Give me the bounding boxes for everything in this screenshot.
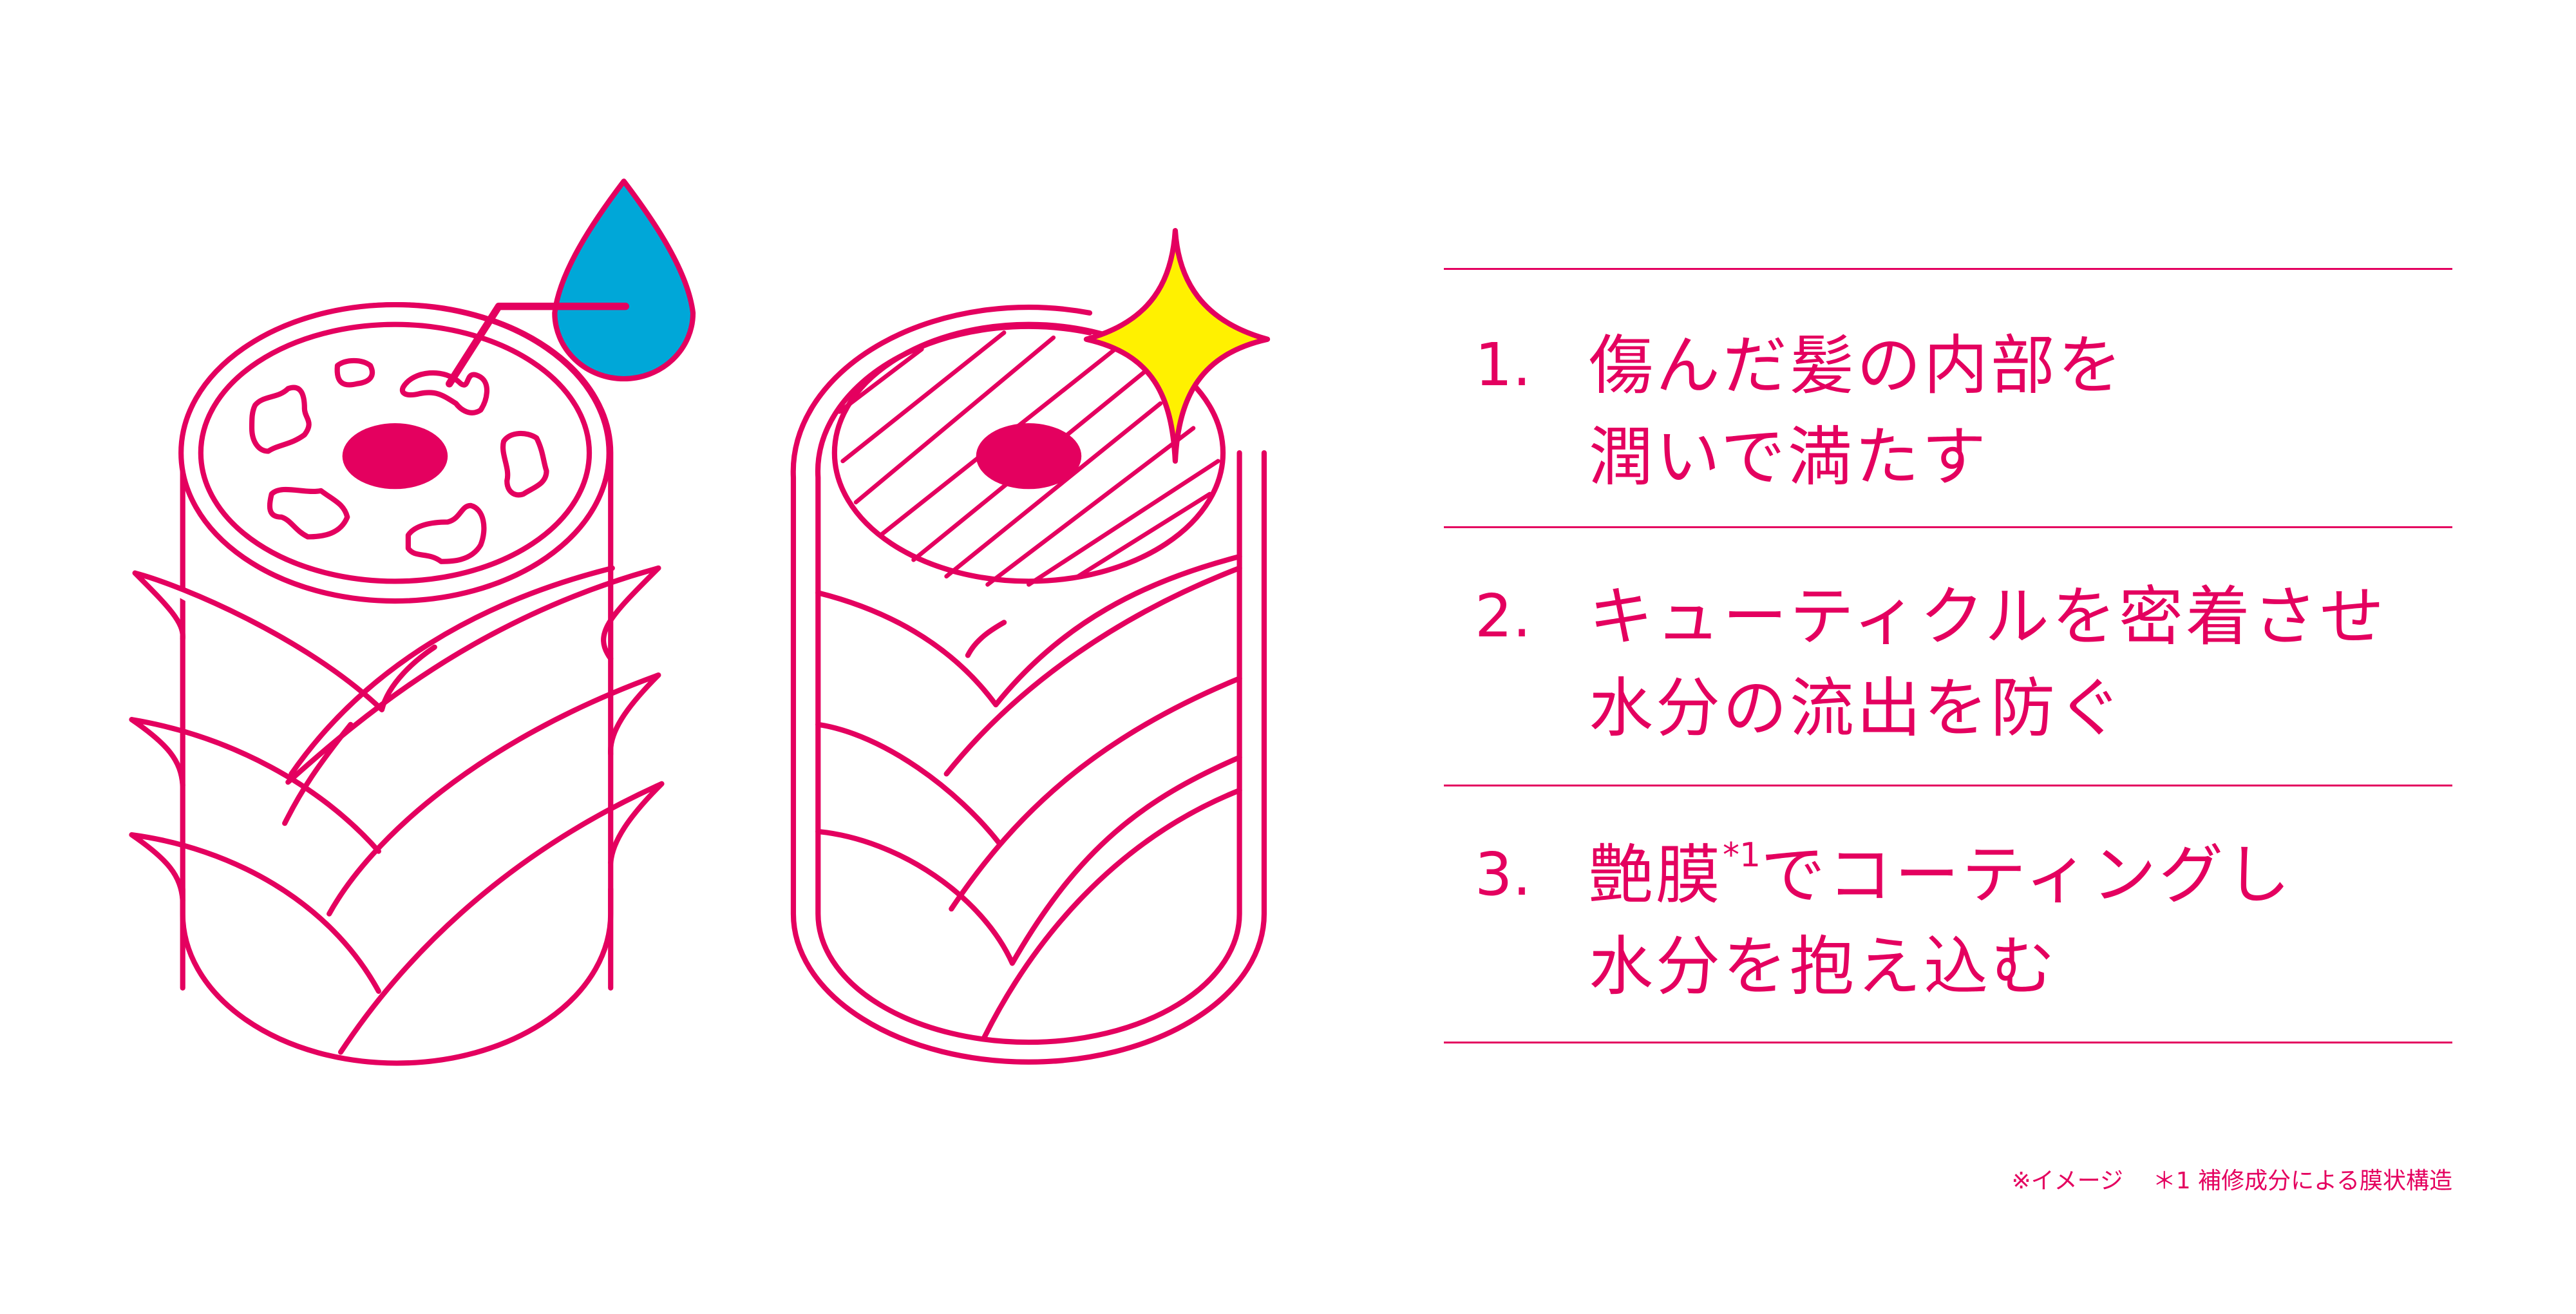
item-number: 1. — [1475, 330, 1531, 399]
water-drop-icon — [446, 178, 696, 388]
item-line-2: 水分の流出を防ぐ — [1589, 671, 2125, 746]
item-line-1: キューティクルを密着させ — [1589, 579, 2387, 654]
sparkle-icon — [1083, 227, 1271, 464]
item-line-1: 傷んだ髪の内部を — [1589, 328, 2125, 403]
divider — [1444, 785, 2452, 786]
item-line-1-a: 艶膜 — [1589, 837, 1723, 913]
divider — [1444, 268, 2452, 270]
footnote-1: ＊1 補修成分による膜状構造 — [2152, 1168, 2452, 1194]
item-text: 傷んだ髪の内部を 潤いで満たす — [1589, 320, 2125, 503]
item-line-1-b: でコーティングし — [1761, 837, 2293, 913]
item-line-2: 水分を抱え込む — [1589, 929, 2058, 1004]
item-number: 3. — [1475, 840, 1531, 909]
divider — [1444, 526, 2452, 528]
repaired-hair-icon — [790, 304, 1267, 1065]
footnote-marker: *1 — [1723, 836, 1761, 875]
item-line-1: 艶膜*1でコーティングし — [1589, 830, 2293, 921]
item-number: 2. — [1475, 582, 1531, 651]
item-line-2: 潤いで満たす — [1589, 419, 1989, 495]
footnote: ※イメージ ＊1 補修成分による膜状構造 — [2011, 1162, 2452, 1195]
item-text: 艶膜*1でコーティングし 水分を抱え込む — [1589, 830, 2293, 1013]
damaged-hair-icon — [129, 301, 665, 1066]
image-note: ※イメージ — [2011, 1168, 2123, 1194]
divider — [1444, 1042, 2452, 1043]
item-text: キューティクルを密着させ 水分の流出を防ぐ — [1589, 571, 2387, 754]
